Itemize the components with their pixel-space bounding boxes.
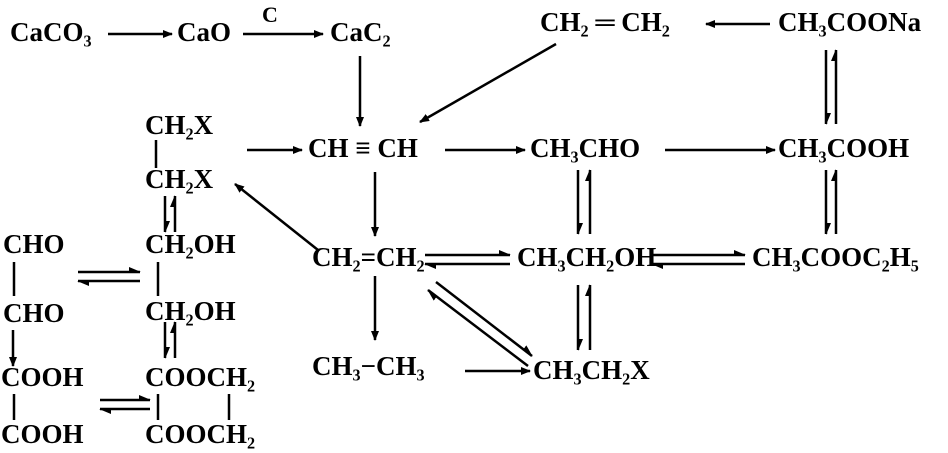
- compound-glycol-2: CH₂OH: [145, 296, 236, 326]
- compound-glyoxal-1: CHO: [3, 229, 65, 259]
- compound-glyoxal-2: CHO: [3, 298, 65, 328]
- arrow-ethene-acetylene: [419, 42, 557, 124]
- arrow-ethene-dihalide: [234, 183, 319, 251]
- compound-ethene-top: CH₂ ═ CH₂: [540, 7, 670, 37]
- compound-sodium-acetate: CH₃COONa: [778, 7, 922, 37]
- compound-ethanol: CH₃CH₂OH: [517, 242, 657, 272]
- compound-oxalic-1: COOH: [1, 362, 84, 392]
- compound-ester-1: COOCH₂: [145, 362, 256, 392]
- compound-cao: CaO: [177, 17, 231, 47]
- compound-cac2: CaC₂: [330, 17, 391, 47]
- compound-ester-2: COOCH₂: [145, 419, 256, 449]
- reagent-carbon: C: [262, 2, 278, 27]
- compound-acetylene: CH ≡ CH: [308, 133, 418, 163]
- compound-acetic-acid: CH₃COOH: [778, 133, 910, 163]
- compound-acetaldehyde: CH₃CHO: [530, 133, 641, 163]
- eq-ethene-haloethane-down: [435, 281, 533, 357]
- eq-ethene-haloethane-up: [427, 289, 529, 367]
- compound-ethane: CH₃−CH₃: [312, 351, 425, 381]
- compound-ethene: CH₂=CH₂: [312, 242, 425, 272]
- compound-oxalic-2: COOH: [1, 419, 84, 449]
- compound-haloethane: CH₃CH₂X: [533, 355, 650, 385]
- compound-dihalide-2: CH₂X: [145, 164, 214, 194]
- compound-glycol-1: CH₂OH: [145, 229, 236, 259]
- compound-caco3: CaCO₃: [10, 17, 92, 47]
- compound-ethyl-acetate: CH₃COOC₂H₅: [752, 242, 919, 272]
- compound-dihalide-1: CH₂X: [145, 110, 214, 140]
